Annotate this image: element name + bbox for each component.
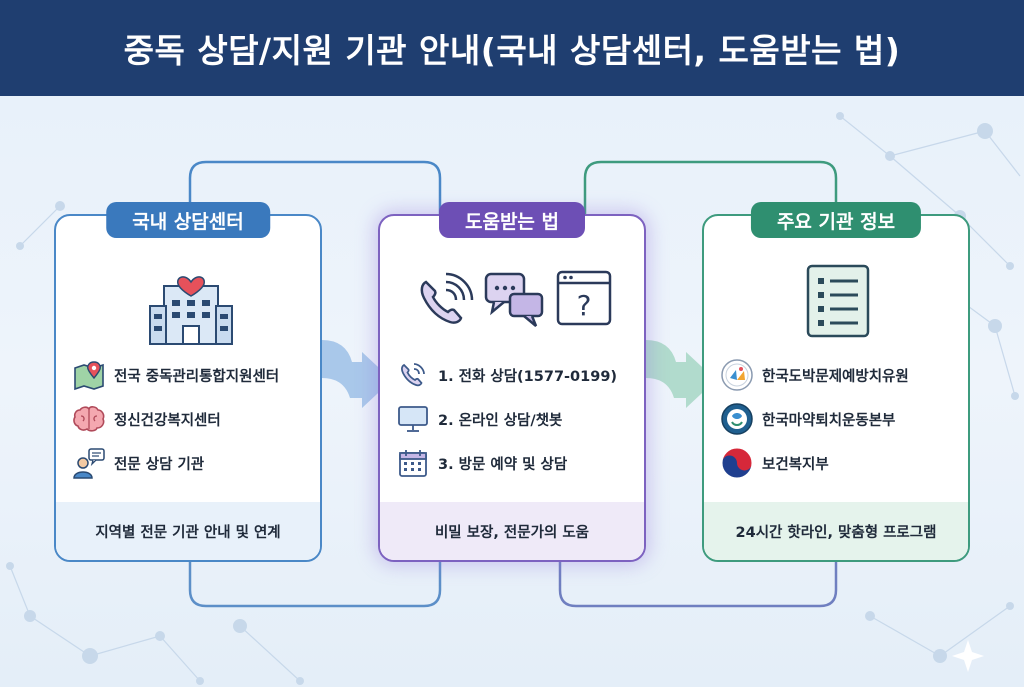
sparkle-icon bbox=[952, 640, 984, 672]
panel-key-agencies: 주요 기관 정보 한국도박문제예방치유원 한국마약퇴치운동본부 보건복지부 24… bbox=[702, 202, 970, 562]
taegeuk-logo-icon bbox=[720, 446, 754, 480]
list-item: 전문 상담 기관 bbox=[72, 446, 204, 480]
list-item: 한국마약퇴치운동본부 bbox=[720, 402, 895, 436]
calendar-icon bbox=[396, 446, 430, 480]
arrow-right-icon bbox=[646, 340, 716, 408]
hospital-heart-icon bbox=[149, 276, 233, 345]
brain-icon bbox=[72, 402, 106, 436]
list-item: 3. 방문 예약 및 상담 bbox=[396, 446, 567, 480]
panel-how-to-get-help: 도움받는 법 ? 1. 전화 상담(1577-0199) 2. 온라인 상담/챗… bbox=[378, 202, 646, 562]
drug-agency-logo-icon bbox=[720, 402, 754, 436]
panel-footer: 비밀 보장, 전문가의 도움 bbox=[380, 502, 644, 560]
panel-domestic-centers: 국내 상담센터 전국 중독관리통합지원센터 정신건강복지센터 전문 상담 기관 … bbox=[54, 202, 322, 562]
panel-heading: 국내 상담센터 bbox=[106, 202, 270, 238]
svg-text:?: ? bbox=[577, 289, 592, 322]
list-item: 보건복지부 bbox=[720, 446, 829, 480]
panel-footer: 24시간 핫라인, 맞춤형 프로그램 bbox=[704, 502, 968, 560]
list-item: 1. 전화 상담(1577-0199) bbox=[396, 358, 617, 392]
phone-icon bbox=[396, 358, 430, 392]
panel-heading: 도움받는 법 bbox=[438, 202, 586, 238]
panel-footer: 지역별 전문 기관 안내 및 연계 bbox=[56, 502, 320, 560]
list-item: 전국 중독관리통합지원센터 bbox=[72, 358, 279, 392]
checklist-icon bbox=[806, 264, 870, 338]
arrow-right-icon bbox=[322, 340, 392, 408]
list-item: 한국도박문제예방치유원 bbox=[720, 358, 909, 392]
gambling-agency-logo-icon bbox=[720, 358, 754, 392]
monitor-icon bbox=[396, 402, 430, 436]
list-item: 2. 온라인 상담/챗봇 bbox=[396, 402, 562, 436]
panel-heading: 주요 기관 정보 bbox=[750, 202, 922, 238]
map-pin-icon bbox=[72, 358, 106, 392]
title-banner: 중독 상담/지원 기관 안내(국내 상담센터, 도움받는 법) bbox=[0, 0, 1024, 96]
list-item: 정신건강복지센터 bbox=[72, 402, 221, 436]
phone-icon bbox=[420, 272, 474, 324]
help-window-icon: ? bbox=[556, 270, 612, 326]
page-title: 중독 상담/지원 기관 안내(국내 상담센터, 도움받는 법) bbox=[123, 31, 901, 70]
chat-bubbles-icon bbox=[484, 272, 544, 327]
counselor-icon bbox=[72, 446, 106, 480]
